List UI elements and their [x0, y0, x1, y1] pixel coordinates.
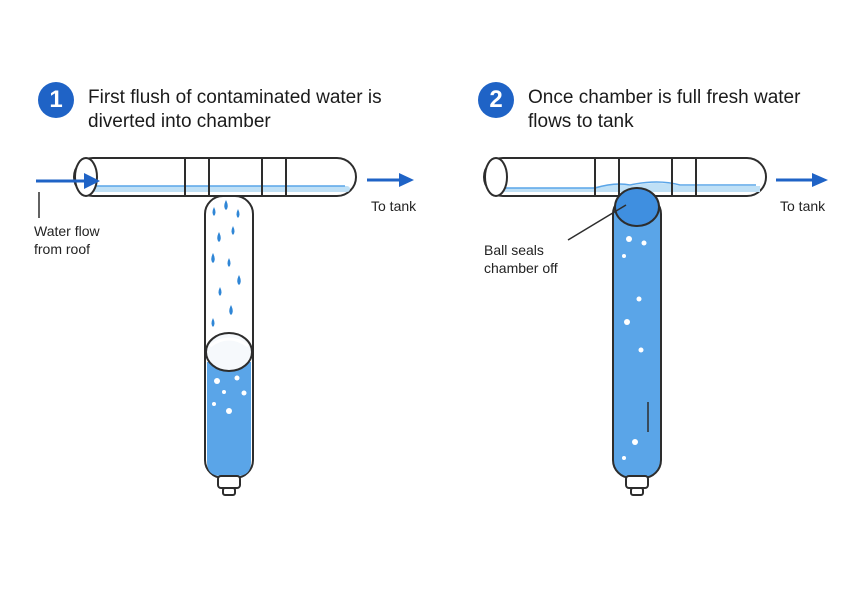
step-1-badge: 1 — [38, 82, 74, 118]
chamber-tube-2 — [612, 195, 662, 479]
pipe-inlet-end-2 — [484, 157, 508, 197]
ball-label-leader — [567, 204, 627, 241]
step-2-outflow-label: To tank — [780, 198, 826, 214]
chamber-water — [207, 362, 251, 476]
step-2-title-line1: Once chamber is full fresh water — [528, 87, 801, 108]
chamber-bubbles-2 — [622, 236, 647, 460]
step-1-title-line1: First flush of contaminated water is — [88, 87, 382, 108]
step-2-title-line2: flows to tank — [528, 111, 634, 132]
pipe-water-layer — [80, 186, 350, 192]
ball-label-line1: Ball seals — [484, 242, 544, 258]
inflow-arrow — [36, 173, 100, 189]
drain-cap — [217, 475, 241, 489]
step-2-outflow-arrow — [776, 173, 828, 187]
sealing-ball — [614, 187, 660, 227]
step-1-outflow-label: To tank — [371, 198, 417, 214]
inflow-label-line1: Water flow — [34, 223, 100, 239]
falling-drops — [211, 200, 241, 327]
step-1-pipe-diagram — [36, 157, 414, 496]
ball-label-line2: chamber off — [484, 260, 558, 276]
pipe-water-layer-2 — [490, 183, 760, 192]
drain-cap-2 — [625, 475, 649, 489]
step-2-pipe-diagram — [483, 157, 828, 496]
step-1-title-line2: diverted into chamber — [88, 111, 271, 132]
step-2-badge: 2 — [478, 82, 514, 118]
step-1-outflow-arrow — [367, 173, 414, 187]
inflow-label-line2: from roof — [34, 241, 91, 257]
chamber-bubbles — [212, 375, 247, 414]
